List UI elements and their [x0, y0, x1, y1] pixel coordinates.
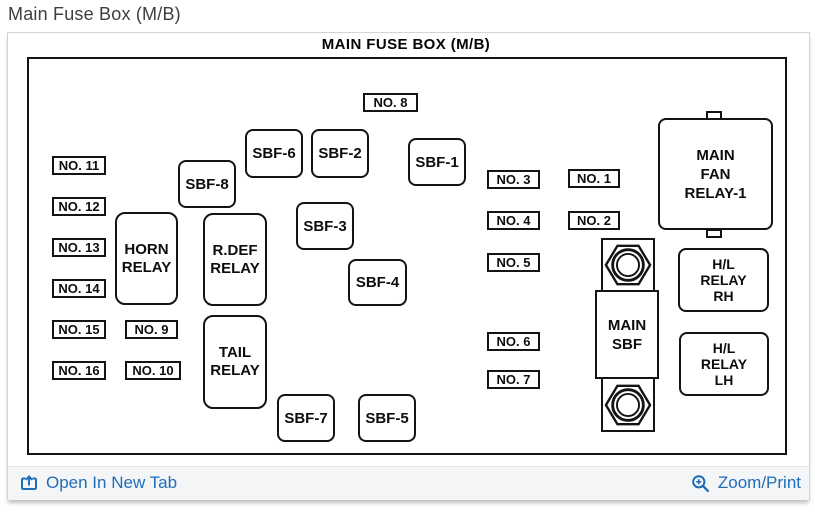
magnifier-plus-icon	[692, 474, 709, 492]
open-in-new-tab-icon	[21, 475, 37, 490]
hl-relay-rh: H/L RELAY RH	[678, 248, 769, 312]
fuse-no-13: NO. 13	[52, 238, 106, 257]
fuse-no-10: NO. 10	[125, 361, 181, 380]
footer-bar	[8, 466, 809, 500]
fuse-sbf-6: SBF-6	[245, 129, 303, 178]
fuse-no-7: NO. 7	[487, 370, 540, 389]
hl-relay-lh: H/L RELAY LH	[679, 332, 769, 396]
fuse-no-8: NO. 8	[363, 93, 418, 112]
zoom-print-label: Zoom/Print	[717, 473, 801, 492]
main-sbf-bottom-connector	[601, 377, 655, 432]
page-title: Main Fuse Box (M/B)	[8, 4, 181, 24]
fuse-sbf-5: SBF-5	[358, 394, 416, 442]
diagram-title: MAIN FUSE BOX (M/B)	[321, 36, 491, 53]
main-fan-relay-1: MAIN FAN RELAY-1	[658, 118, 773, 230]
main-sbf-top-connector	[601, 238, 655, 292]
fuse-no-12: NO. 12	[52, 197, 106, 216]
fuse-sbf-3: SBF-3	[296, 202, 354, 250]
hex-bolt-icon	[604, 384, 652, 425]
fuse-sbf-4: SBF-4	[348, 259, 407, 306]
fuse-no-16: NO. 16	[52, 361, 106, 380]
fuse-no-2: NO. 2	[568, 211, 620, 230]
horn-relay: HORN RELAY	[115, 212, 178, 305]
fuse-no-5: NO. 5	[487, 253, 540, 272]
tail-relay: TAIL RELAY	[203, 315, 267, 409]
fuse-no-6: NO. 6	[487, 332, 540, 351]
fuse-no-3: NO. 3	[487, 170, 540, 189]
fuse-no-14: NO. 14	[52, 279, 106, 298]
fuse-no-15: NO. 15	[52, 320, 106, 339]
fuse-no-1: NO. 1	[568, 169, 620, 188]
fuse-no-9: NO. 9	[125, 320, 178, 339]
rdef-relay: R.DEF RELAY	[203, 213, 267, 306]
main-fan-relay-bottom-tab	[706, 229, 722, 238]
fuse-sbf-8: SBF-8	[178, 160, 236, 208]
fuse-no-4: NO. 4	[487, 211, 540, 230]
zoom-print-link[interactable]: Zoom/Print	[691, 473, 801, 493]
open-in-new-tab-link[interactable]: Open In New Tab	[20, 473, 177, 493]
fuse-sbf-7: SBF-7	[277, 394, 335, 442]
fuse-sbf-2: SBF-2	[311, 129, 369, 178]
hex-bolt-icon	[604, 244, 652, 286]
fuse-no-11: NO. 11	[52, 156, 106, 175]
open-in-new-tab-label: Open In New Tab	[46, 473, 178, 492]
fuse-sbf-1: SBF-1	[408, 138, 466, 186]
main-sbf: MAIN SBF	[595, 290, 659, 379]
